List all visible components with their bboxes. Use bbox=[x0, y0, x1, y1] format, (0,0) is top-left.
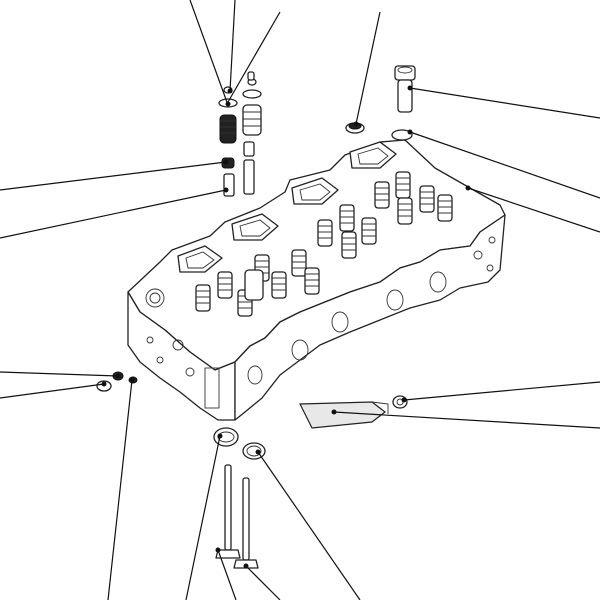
block-ports bbox=[177, 141, 397, 273]
leader-dots bbox=[101, 85, 471, 569]
valves bbox=[215, 464, 259, 569]
valve-spring-stack bbox=[218, 71, 262, 144]
valve-seat-rings bbox=[213, 427, 266, 460]
cylinder-head-block bbox=[127, 139, 506, 421]
installed-valve-springs bbox=[195, 171, 453, 317]
o-ring bbox=[391, 129, 413, 141]
gasket-tag bbox=[299, 401, 389, 429]
valve-guides bbox=[221, 141, 255, 197]
block-holes bbox=[145, 236, 496, 409]
